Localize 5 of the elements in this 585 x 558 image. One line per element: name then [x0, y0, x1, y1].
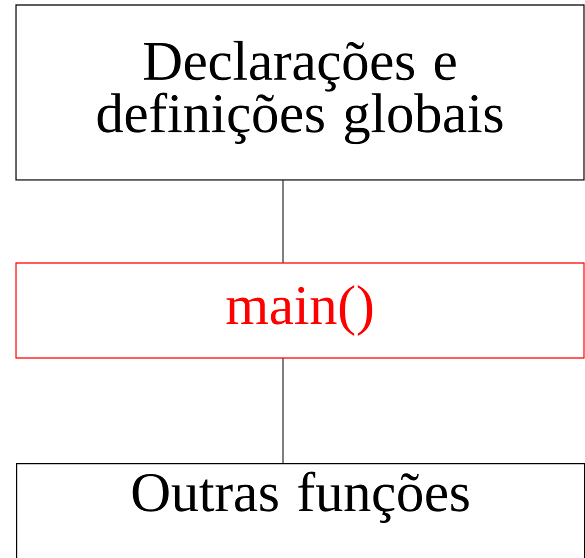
connector-line — [282, 180, 284, 263]
process-box: Outras funções — [16, 463, 585, 558]
connector-line — [282, 358, 284, 464]
process-box: Declarações e definições globais — [15, 4, 585, 181]
process-box: main() — [15, 262, 585, 359]
